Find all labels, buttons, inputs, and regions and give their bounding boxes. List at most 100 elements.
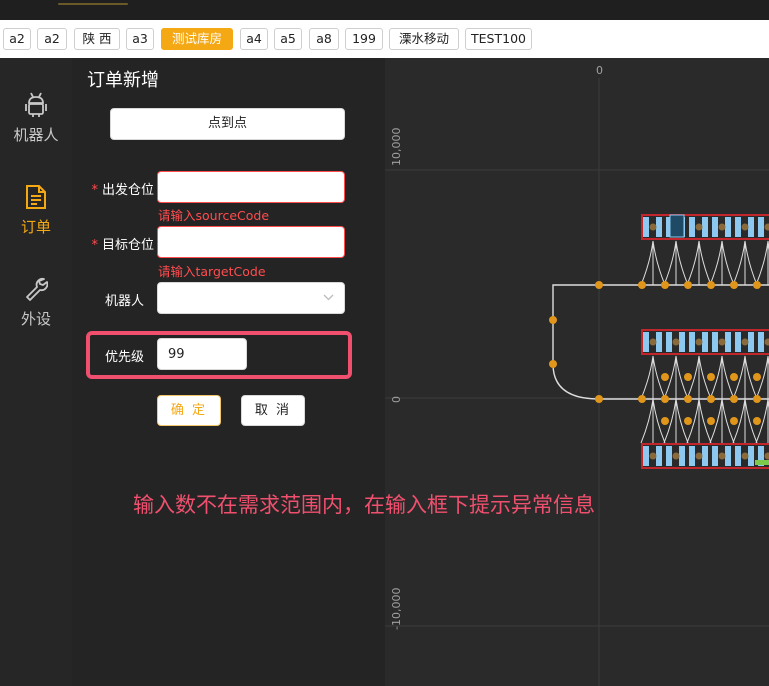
axis-label-y-bottom: -10,000	[390, 588, 403, 630]
track-curve	[663, 398, 677, 444]
map-canvas[interactable]: 0 10,000 0 -10,000	[385, 58, 769, 686]
track-curve	[709, 240, 723, 286]
shelf-slot	[735, 332, 741, 352]
path-node	[753, 281, 761, 289]
source-error-message: 请输入sourceCode	[158, 208, 270, 223]
sidebar-item-robot[interactable]: 机器人	[0, 92, 72, 172]
point-to-point-button[interactable]: 点到点	[110, 108, 345, 140]
path-node	[753, 395, 761, 403]
shelf-slot	[748, 446, 754, 466]
shelf-slot	[712, 446, 718, 466]
path-node	[753, 373, 761, 381]
path-node	[707, 417, 715, 425]
wrench-icon	[26, 277, 48, 301]
warehouse-tag[interactable]: 溧水移动	[389, 28, 459, 50]
track-curve	[721, 240, 735, 286]
order-icon	[26, 185, 46, 209]
path-node	[684, 373, 692, 381]
source-code-input[interactable]	[157, 171, 345, 203]
shelf-slot	[735, 217, 741, 237]
sidebar-item-peripheral[interactable]: 外设	[0, 276, 72, 356]
shelf-slot	[702, 332, 708, 352]
track-curve	[652, 240, 666, 286]
track-curve	[640, 398, 654, 444]
path-node	[684, 417, 692, 425]
shelf-slot	[689, 446, 695, 466]
shelf-slot	[666, 332, 672, 352]
track-curve	[652, 398, 666, 444]
warehouse-tag[interactable]: TEST100	[465, 28, 532, 50]
storage-node	[718, 452, 726, 460]
warehouse-tag[interactable]: 199	[345, 28, 383, 50]
path-node	[730, 417, 738, 425]
target-error-message: 请输入targetCode	[158, 264, 266, 279]
warehouse-tag[interactable]: a5	[274, 28, 302, 50]
sidebar-item-order[interactable]: 订单	[0, 184, 72, 264]
shelf-slot	[758, 446, 764, 466]
annotation-text: 输入数不在需求范围内，在输入框下提示异常信息	[133, 493, 595, 517]
warehouse-tag[interactable]: 陕 西	[74, 28, 120, 50]
chevron-down-icon	[323, 294, 334, 301]
storage-node	[718, 338, 726, 346]
path-node	[661, 281, 669, 289]
confirm-button[interactable]: 确 定	[157, 395, 221, 426]
shelf-slot	[712, 332, 718, 352]
warehouse-tag[interactable]: a4	[240, 28, 268, 50]
path-node	[661, 395, 669, 403]
shelf-slot	[679, 446, 685, 466]
sidebar-item-label: 机器人	[13, 126, 59, 144]
path-node	[707, 281, 715, 289]
map-layout	[549, 214, 769, 469]
status-indicator	[755, 460, 769, 465]
track-curve	[675, 398, 689, 444]
storage-node	[649, 452, 657, 460]
warehouse-tag[interactable]: a3	[126, 28, 154, 50]
axis-label-y-zero: 0	[390, 396, 403, 403]
shelf-slot	[712, 217, 718, 237]
source-label-text: 出发仓位	[101, 183, 154, 198]
path-node	[707, 395, 715, 403]
shelf-row-frame	[641, 443, 769, 469]
track-curve	[755, 398, 769, 444]
track-curve	[755, 240, 769, 286]
storage-node	[695, 338, 703, 346]
storage-node	[649, 223, 657, 231]
priority-input[interactable]	[157, 338, 247, 370]
robot-icon	[25, 92, 47, 117]
warehouse-tag[interactable]: a2	[3, 28, 31, 50]
priority-label: 优先级	[104, 350, 144, 365]
storage-node	[672, 452, 680, 460]
warehouse-tag[interactable]: a8	[309, 28, 339, 50]
storage-node	[741, 223, 749, 231]
path-node	[753, 417, 761, 425]
track-curve	[686, 398, 700, 444]
shelf-slot	[748, 332, 754, 352]
sidebar: 机器人 订单 外设	[0, 58, 72, 686]
path-node	[595, 395, 603, 403]
source-label: *出发仓位	[84, 179, 154, 198]
shelf-slot	[656, 217, 662, 237]
track-curve	[640, 355, 654, 400]
robot-select[interactable]	[157, 282, 345, 314]
shelf-slot	[643, 446, 649, 466]
warehouse-tag-active[interactable]: 测试库房	[161, 28, 233, 50]
track-curve	[732, 240, 746, 286]
target-label-text: 目标仓位	[101, 238, 154, 253]
track-curve	[698, 240, 712, 286]
warehouse-map[interactable]: 0 10,000 0 -10,000	[385, 58, 769, 686]
track-curve	[686, 240, 700, 286]
warehouse-tag[interactable]: a2	[37, 28, 67, 50]
target-code-input[interactable]	[157, 226, 345, 258]
shelf-slot	[666, 446, 672, 466]
shelf-slot	[643, 217, 649, 237]
track-curve	[721, 398, 735, 444]
shelf-row-frame	[641, 214, 769, 240]
track-curve	[675, 240, 689, 286]
top-nav	[0, 0, 769, 20]
axis-label-y-top: 10,000	[390, 128, 403, 167]
track-curve	[663, 240, 677, 286]
warehouse-tag-bar: a2 a2 陕 西 a3 测试库房 a4 a5 a8 199 溧水移动 TEST…	[0, 20, 769, 58]
storage-node	[649, 338, 657, 346]
path-node	[730, 281, 738, 289]
cancel-button[interactable]: 取 消	[241, 395, 305, 426]
